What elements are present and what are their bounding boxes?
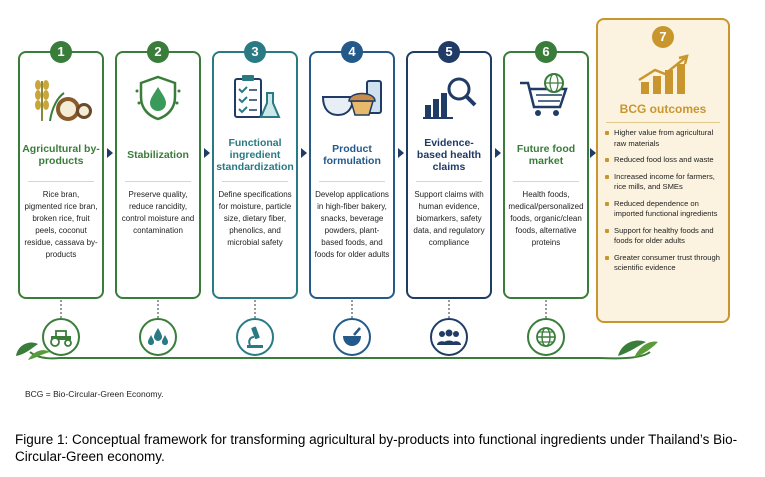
step-number-badge: 4 bbox=[341, 41, 363, 63]
step-number-badge: 3 bbox=[244, 41, 266, 63]
step-title: Product formulation bbox=[323, 143, 381, 167]
flow-arrow-icon bbox=[107, 148, 113, 158]
people-icon bbox=[430, 318, 468, 356]
leaf-left-icon bbox=[16, 342, 50, 360]
connector-dots bbox=[60, 300, 62, 318]
step-card-1: 1 Agricultural by-products Rice bran, pi… bbox=[18, 41, 104, 299]
mortar-pestle-icon bbox=[333, 318, 371, 356]
step-title: Functional ingredient standardization bbox=[216, 137, 294, 173]
connector-dots bbox=[351, 300, 353, 318]
rising-bars-icon bbox=[598, 54, 728, 96]
step-title: Future food market bbox=[516, 143, 576, 167]
globe-icon bbox=[527, 318, 565, 356]
tractor-icon bbox=[42, 318, 80, 356]
step-number-badge: 5 bbox=[438, 41, 460, 63]
step-number-badge: 6 bbox=[535, 41, 557, 63]
outcome-item: Support for healthy foods and foods for … bbox=[604, 226, 724, 247]
outcomes-list: Higher value from agricultural raw mater… bbox=[604, 128, 724, 280]
divider bbox=[222, 181, 288, 182]
divider bbox=[28, 181, 94, 182]
step-number-badge: 1 bbox=[50, 41, 72, 63]
outcomes-title: BCG outcomes bbox=[619, 102, 707, 116]
figure-caption: Figure 1: Conceptual framework for trans… bbox=[15, 432, 738, 464]
flow-arrow-icon bbox=[204, 148, 210, 158]
divider bbox=[319, 181, 385, 182]
step-card-3: 3 Functional ingredient standardization … bbox=[212, 41, 298, 299]
divider bbox=[513, 181, 579, 182]
flow-arrow-icon bbox=[495, 148, 501, 158]
outcome-item: Higher value from agricultural raw mater… bbox=[604, 128, 724, 149]
outcome-number-badge: 7 bbox=[652, 26, 674, 48]
outcome-item: Greater consumer trust through scientifi… bbox=[604, 253, 724, 274]
step-card-5: 5 Evidence-based health claims Support c… bbox=[406, 41, 492, 299]
cart-globe-icon bbox=[505, 71, 587, 127]
outcome-item: Increased income for farmers, rice mills… bbox=[604, 172, 724, 193]
step-title: Agricultural by-products bbox=[22, 143, 100, 167]
flow-arrow-icon bbox=[590, 148, 596, 158]
step-description: Develop applications in high-fiber baker… bbox=[314, 190, 390, 259]
rice-coconut-icon bbox=[20, 71, 102, 127]
outcome-item: Reduced dependence on imported functiona… bbox=[604, 199, 724, 220]
step-description: Define specifications for moisture, part… bbox=[218, 190, 292, 247]
divider bbox=[606, 122, 720, 123]
step-description: Health foods, medical/personalized foods… bbox=[508, 190, 584, 247]
outcome-item: Reduced food loss and waste bbox=[604, 155, 724, 166]
connector-dots bbox=[157, 300, 159, 318]
divider bbox=[416, 181, 482, 182]
step-card-6: 6 Future food market Health foods, medic… bbox=[503, 41, 589, 299]
microscope-icon bbox=[236, 318, 274, 356]
flow-arrow-icon bbox=[301, 148, 307, 158]
abbreviation-note: BCG = Bio-Circular-Green Economy. bbox=[25, 389, 164, 399]
leaf-right-icon bbox=[618, 340, 658, 358]
step-title: Stabilization bbox=[127, 149, 189, 161]
outcomes-card: 7 BCG outcomes Higher value from agricul… bbox=[596, 18, 730, 323]
step-description: Preserve quality, reduce rancidity, cont… bbox=[121, 190, 195, 235]
step-description: Support claims with human evidence, biom… bbox=[413, 190, 485, 247]
water-drops-icon bbox=[139, 318, 177, 356]
divider bbox=[125, 181, 191, 182]
bowl-muffin-icon bbox=[311, 71, 393, 127]
step-card-4: 4 Product formulation Develop applicatio… bbox=[309, 41, 395, 299]
connector-dots bbox=[254, 300, 256, 318]
step-card-2: 2 Stabilization Preserve quality, reduce… bbox=[115, 41, 201, 299]
connector-dots bbox=[545, 300, 547, 318]
clipboard-flask-icon bbox=[214, 71, 296, 127]
connector-dots bbox=[448, 300, 450, 318]
step-title: Evidence-based health claims bbox=[416, 137, 482, 173]
flow-arrow-icon bbox=[398, 148, 404, 158]
step-number-badge: 2 bbox=[147, 41, 169, 63]
shield-drop-icon bbox=[117, 71, 199, 127]
chart-magnifier-icon bbox=[408, 71, 490, 127]
step-description: Rice bran, pigmented rice bran, broken r… bbox=[24, 190, 98, 259]
